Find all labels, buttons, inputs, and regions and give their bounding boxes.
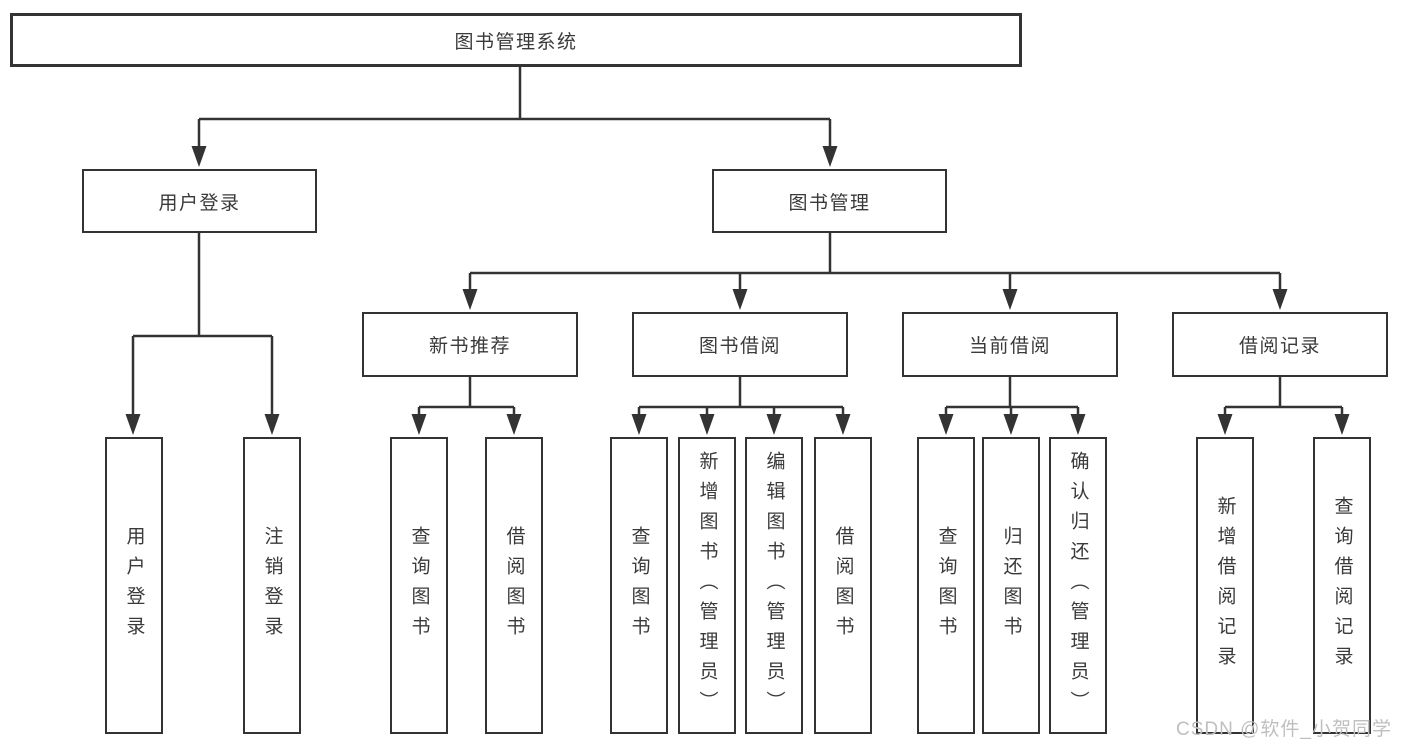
leaf-query-books-borrowing: 查询图书 [610, 437, 668, 734]
connector-elbows [131, 67, 1344, 418]
leaf-add-books-admin-label: 新增图书（管理员） [696, 450, 718, 721]
leaf-confirm-return-admin-label: 确认归还（管理员） [1067, 450, 1089, 721]
leaf-confirm-return-admin: 确认归还（管理员） [1049, 437, 1107, 734]
leaf-query-borrow-record-label: 查询借阅记录 [1331, 495, 1353, 676]
leaf-query-borrow-record: 查询借阅记录 [1313, 437, 1371, 734]
leaf-add-borrow-record: 新增借阅记录 [1196, 437, 1254, 734]
leaf-borrow-books-recommend-label: 借阅图书 [503, 525, 525, 646]
leaf-add-books-admin: 新增图书（管理员） [678, 437, 736, 734]
node-new-book-recommendation: 新书推荐 [362, 312, 578, 377]
node-borrowing-records: 借阅记录 [1172, 312, 1388, 377]
node-book-management-label: 图书管理 [788, 192, 871, 214]
node-new-book-recommendation-label: 新书推荐 [428, 336, 511, 357]
leaf-return-books-label: 归还图书 [1000, 525, 1022, 646]
leaf-query-books-current-label: 查询图书 [935, 525, 957, 646]
node-library-management-system: 图书管理系统 [10, 13, 1022, 67]
leaf-logout-label: 注销登录 [261, 525, 283, 646]
leaf-edit-books-admin: 编辑图书（管理员） [745, 437, 803, 734]
csdn-watermark: CSDN @软件_小贺同学 [1176, 719, 1392, 740]
leaf-user-login-label: 用户登录 [123, 525, 145, 646]
node-current-borrowing-label: 当前借阅 [968, 336, 1051, 357]
node-book-borrowing: 图书借阅 [632, 312, 848, 377]
node-library-management-system-label: 图书管理系统 [454, 31, 578, 53]
node-book-management: 图书管理 [712, 169, 947, 233]
node-current-borrowing: 当前借阅 [902, 312, 1118, 377]
node-borrowing-records-label: 借阅记录 [1238, 336, 1321, 357]
leaf-query-books-current: 查询图书 [917, 437, 975, 734]
node-user-login-label: 用户登录 [158, 192, 241, 214]
arrowheads [125, 146, 1350, 435]
leaf-query-books-recommend-label: 查询图书 [408, 525, 430, 646]
leaf-return-books: 归还图书 [982, 437, 1040, 734]
leaf-query-books-borrowing-label: 查询图书 [628, 525, 650, 646]
node-book-borrowing-label: 图书借阅 [698, 336, 781, 357]
leaf-borrow-books-recommend: 借阅图书 [485, 437, 543, 734]
leaf-add-borrow-record-label: 新增借阅记录 [1214, 495, 1236, 676]
leaf-user-login: 用户登录 [105, 437, 163, 734]
leaf-logout: 注销登录 [243, 437, 301, 734]
leaf-borrow-books-borrowing: 借阅图书 [814, 437, 872, 734]
leaf-query-books-recommend: 查询图书 [390, 437, 448, 734]
leaf-edit-books-admin-label: 编辑图书（管理员） [763, 450, 785, 721]
leaf-borrow-books-borrowing-label: 借阅图书 [832, 525, 854, 646]
node-user-login: 用户登录 [82, 169, 317, 233]
